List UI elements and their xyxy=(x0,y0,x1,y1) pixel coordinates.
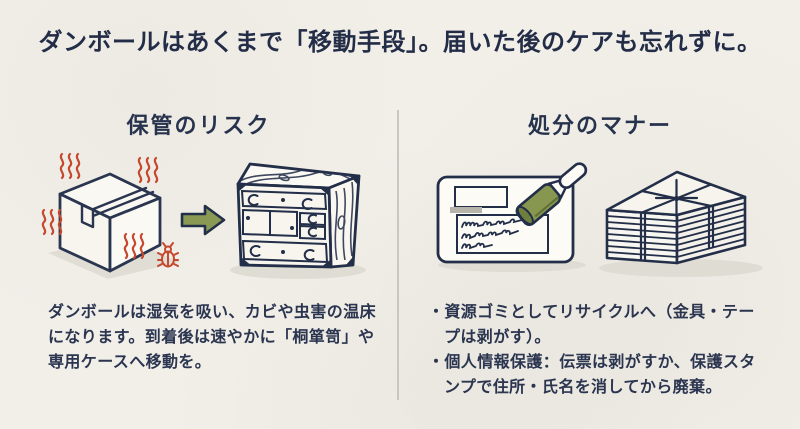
page-title: ダンボールはあくまで「移動手段」。届いた後のケアも忘れずに。 xyxy=(38,30,762,56)
text-line: になります。到着後は速やかに「桐箪笥」や xyxy=(48,329,375,346)
disposal-notes: ・資源ゴミとしてリサイクルへ（金具・テー プは剥がす）。 ・個人情報保護：伝票は… xyxy=(428,300,788,400)
bundle-string xyxy=(639,178,715,262)
disposal-section-heading: 処分のマナー xyxy=(527,113,672,138)
arrow-right-icon xyxy=(180,204,226,236)
text-line: ・個人情報保護：伝票は剥がすか、保護スタ xyxy=(428,354,756,371)
text-line: ・資源ゴミとしてリサイクルへ（金具・テー xyxy=(428,304,755,321)
column-divider xyxy=(397,110,399,400)
bundle-shadow xyxy=(599,259,763,277)
text-line: ンプで住所・氏名を消してから廃棄。 xyxy=(444,379,722,396)
handwriting-scribble xyxy=(461,218,523,250)
storage-description: ダンボールは湿気を吸い、カビや虫害の温床 になります。到着後は速やかに「桐箪笥」… xyxy=(48,300,393,375)
tansu-chest-icon xyxy=(230,162,366,279)
shipping-label-icon xyxy=(436,162,588,272)
paper-bundle-icon xyxy=(599,170,763,277)
text-line: ダンボールは湿気を吸い、カビや虫害の温床 xyxy=(48,304,377,321)
bug-icon xyxy=(157,242,179,268)
cardboard-box-icon xyxy=(41,152,180,279)
heat-steam-icon xyxy=(41,152,159,260)
stamp-roller-icon xyxy=(515,162,588,226)
text-line: 専用ケースへ移動を。 xyxy=(48,354,212,371)
storage-section-heading: 保管のリスク xyxy=(126,113,271,138)
text-line: プは剥がす）。 xyxy=(444,329,551,346)
